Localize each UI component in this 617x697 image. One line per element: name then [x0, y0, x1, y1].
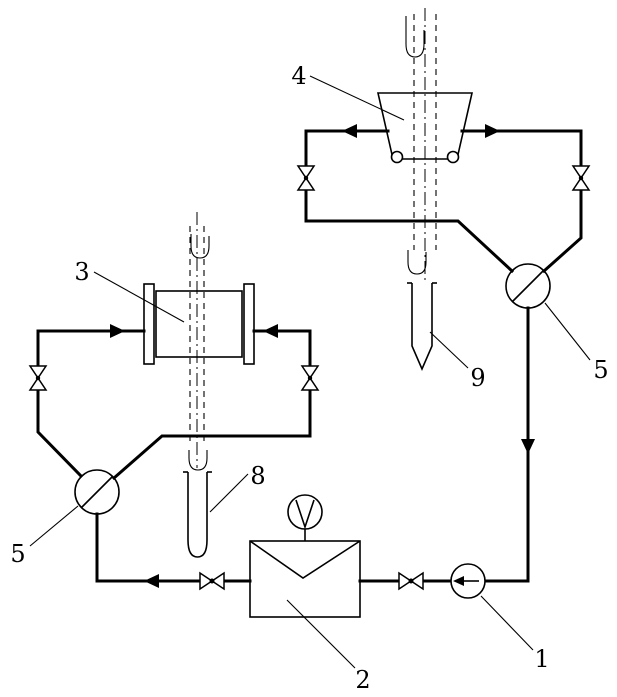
- pipe-right-downcomer: [484, 306, 530, 583]
- dashed-tubes: [189, 14, 437, 446]
- valve-triangle: [398, 571, 413, 591]
- valve-triangle: [300, 365, 320, 380]
- component-5-separator-left: [74, 469, 120, 515]
- component-5-separator-right: [505, 263, 551, 309]
- valve-dot: [303, 175, 309, 181]
- valves: [28, 165, 591, 591]
- pipe-bends: [188, 16, 427, 471]
- pipe-top-right-branch: [460, 129, 583, 274]
- valve-top-left: [296, 165, 316, 191]
- pipe-top-left-branch: [304, 129, 515, 274]
- valve-triangle: [571, 176, 591, 191]
- leader-9: [429, 331, 469, 369]
- valve-dot: [408, 578, 414, 584]
- tank-internals: [249, 540, 361, 579]
- valve-dot: [307, 375, 313, 381]
- valve-top-right: [571, 165, 591, 191]
- flow-arrow-right: [485, 124, 500, 138]
- piping: [36, 129, 583, 583]
- leader-2: [286, 599, 356, 669]
- valve-triangle: [199, 571, 214, 591]
- valve-dot: [209, 578, 215, 584]
- valve-bottom-left: [199, 571, 225, 591]
- label-9: 9: [470, 364, 485, 392]
- leader-1: [480, 595, 534, 651]
- trunnion-left: [390, 150, 404, 164]
- valve-mid-right: [300, 365, 320, 391]
- valve-triangle: [571, 165, 591, 180]
- reference-labels: 4 3 9 5 5 8 2 1: [10, 62, 608, 694]
- separator-circle: [505, 263, 551, 309]
- probe-body: [411, 283, 433, 372]
- trunnion-right: [446, 150, 460, 164]
- valve-triangle: [296, 176, 316, 191]
- leader-8: [209, 473, 249, 513]
- motor-vee: [295, 499, 315, 530]
- flow-arrow-right: [110, 324, 125, 338]
- valve-triangle: [28, 365, 48, 380]
- valve-bottom-right: [398, 571, 424, 591]
- separator-circle: [74, 469, 120, 515]
- leader-4: [309, 75, 405, 121]
- centerlines: [196, 8, 426, 468]
- valve-triangle: [210, 571, 225, 591]
- label-5-right: 5: [593, 356, 608, 384]
- flow-arrow-down: [521, 439, 535, 454]
- valve-dot: [35, 375, 41, 381]
- component-1-pump: [450, 563, 486, 599]
- pipe-bend-above-8: [188, 450, 208, 471]
- flow-arrow-left: [342, 124, 357, 138]
- leader-5r: [544, 302, 591, 361]
- motor-circle: [287, 494, 323, 530]
- component-4-trapezoid-vessel: [376, 92, 474, 164]
- flange-right: [243, 283, 255, 365]
- pipe-bend-above-3: [190, 234, 210, 259]
- valve-triangle: [300, 376, 320, 391]
- valve-triangle: [409, 571, 424, 591]
- component-3-flanged-vessel: [143, 283, 255, 365]
- pipe-tank-to-separator: [95, 512, 252, 583]
- pipe-bend-above-9: [407, 250, 427, 275]
- separator-chord: [80, 475, 114, 509]
- pipe-left-left-branch: [36, 329, 146, 479]
- valve-triangle: [296, 165, 316, 180]
- leader-lines: [29, 75, 591, 669]
- label-3: 3: [74, 258, 89, 286]
- label-5-left: 5: [10, 540, 25, 568]
- exchanger-shell: [155, 290, 243, 358]
- valve-dot: [578, 175, 584, 181]
- probe-body: [187, 472, 208, 558]
- component-9-probe: [407, 282, 437, 372]
- leader-5l: [29, 505, 79, 547]
- flow-arrows: [110, 124, 535, 588]
- component-8-probe: [183, 471, 212, 558]
- flow-arrow-left: [144, 574, 159, 588]
- component-2-tank: [249, 494, 361, 618]
- valve-mid-left: [28, 365, 48, 391]
- flange-left: [143, 283, 155, 365]
- label-1: 1: [534, 645, 549, 673]
- label-2: 2: [355, 666, 370, 694]
- flow-arrow-left: [263, 324, 278, 338]
- valve-triangle: [28, 376, 48, 391]
- pump-arrow-head: [453, 576, 464, 586]
- separator-chord: [511, 269, 545, 303]
- label-8: 8: [250, 462, 265, 490]
- pipe-bend-top: [405, 16, 425, 58]
- leader-3: [93, 271, 185, 323]
- label-4: 4: [291, 62, 306, 90]
